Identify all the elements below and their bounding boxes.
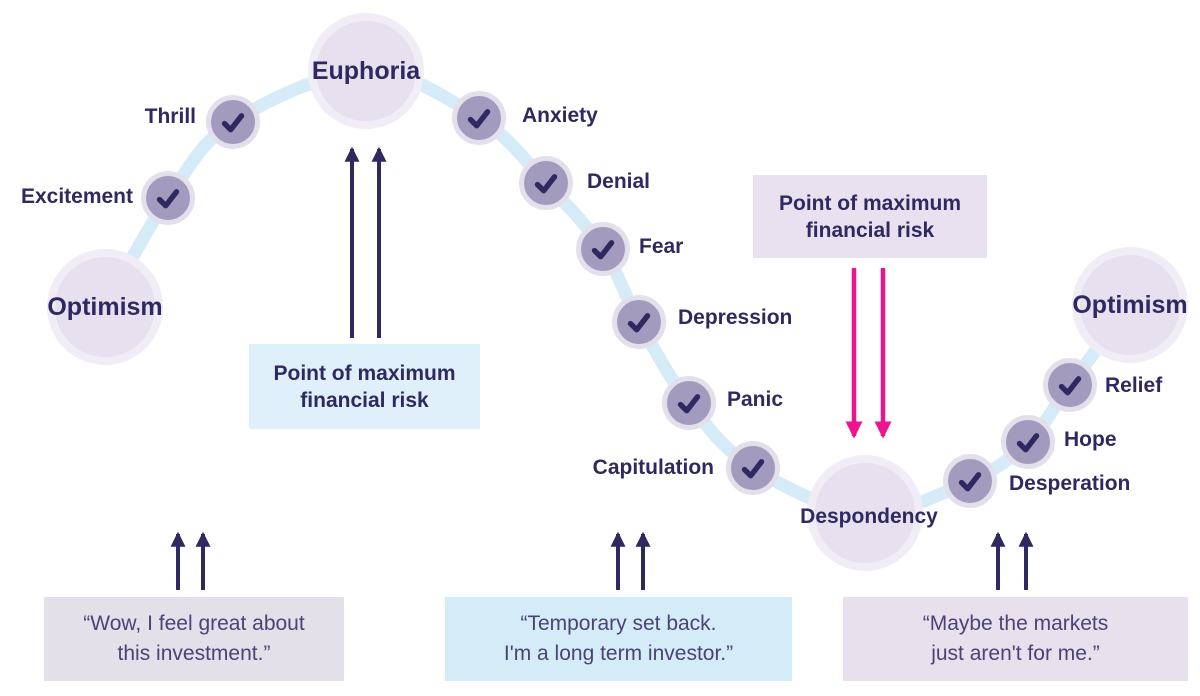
quote-line: “Maybe the markets [922,612,1109,635]
quote-line: “Temporary set back. [520,612,717,635]
stage-label: Euphoria [311,56,421,85]
quote-arrows-right [990,531,1034,590]
stage-label-capitulation: Capitulation [592,456,714,479]
risk-callout-line: financial risk [300,388,429,412]
checkmark-icon [627,313,651,333]
checkpoint-anxiety [452,91,506,145]
checkpoint-denial [519,156,573,210]
quote-box-markets: “Maybe the markets just aren't for me.” [843,597,1188,681]
stage-optimism-end: Optimism [1072,247,1188,363]
quote-box-setback: “Temporary set back. I'm a long term inv… [445,597,792,681]
max-risk-down-arrows [845,268,892,439]
checkpoint-desperation [943,454,997,508]
checkpoint-capitulation [726,441,780,495]
emotion-curve-line [98,64,1137,520]
stage-optimism-start: Optimism [47,249,163,365]
checkmark-icon [467,109,491,129]
stage-label: Optimism [1072,290,1188,319]
stage-label-relief: Relief [1105,374,1163,397]
stage-label: Optimism [47,292,163,321]
stage-label-denial: Denial [587,170,651,193]
checkmark-icon [677,394,701,414]
checkpoint-excitement [141,171,195,225]
risk-callout-line: financial risk [805,218,935,242]
stage-label-depression: Depression [678,306,793,329]
quote-line: this investment.” [117,642,271,665]
risk-callout-line: Point of maximum [273,361,456,385]
quote-arrows-left [170,531,211,590]
checkmark-icon [741,459,765,479]
checkpoint-depression [612,295,666,349]
quote-line: I'm a long term investor.” [503,642,734,665]
stage-label-desperation: Desperation [1009,472,1131,495]
checkpoint-relief [1043,358,1097,412]
stage-label-panic: Panic [727,388,784,411]
checkmark-icon [534,174,558,194]
stage-label-despondency: Despondency [800,505,938,528]
risk-callout-line: Point of maximum [778,191,962,215]
max-risk-callout-euphoria: Point of maximum financial risk [249,344,480,429]
stage-label-fear: Fear [639,235,684,258]
stage-label-hope: Hope [1064,428,1117,451]
checkmark-icon [591,240,615,260]
checkpoint-fear [576,222,630,276]
max-risk-up-arrows [344,146,387,338]
checkmark-icon [1016,433,1040,453]
checkmark-icon [958,472,982,492]
stage-euphoria: Euphoria [308,13,424,129]
quote-line: “Wow, I feel great about [83,612,305,635]
checkpoint-hope [1001,415,1055,469]
quote-arrows-middle [610,531,651,590]
max-risk-callout-despondency: Point of maximum financial risk [753,175,987,258]
quote-box-optimism: “Wow, I feel great about this investment… [44,597,344,681]
quote-line: just aren't for me.” [931,642,1100,665]
checkpoint-thrill [206,95,260,149]
stage-label-thrill: Thrill [144,105,196,128]
checkpoint-panic [662,376,716,430]
stage-label-excitement: Excitement [20,185,133,208]
checkmark-icon [156,189,180,209]
checkmark-icon [1058,376,1082,396]
checkmark-icon [221,113,245,133]
stage-label-anxiety: Anxiety [522,104,598,127]
